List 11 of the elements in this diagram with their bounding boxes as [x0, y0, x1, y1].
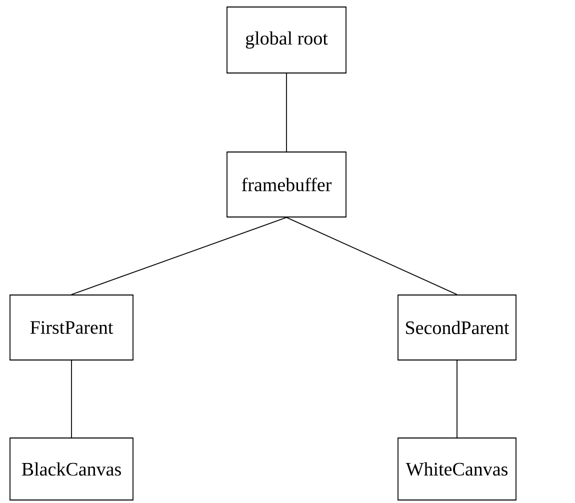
tree-node-box: framebuffer	[226, 152, 346, 218]
tree-node-box: WhiteCanvas	[398, 438, 516, 500]
connector-line	[456, 360, 458, 438]
tree-node-box: SecondParent	[398, 294, 516, 360]
tree-node-box: BlackCanvas	[10, 438, 134, 500]
tree-node-box: global root	[226, 6, 346, 74]
connector-line	[286, 73, 287, 152]
connector-line	[71, 217, 287, 295]
tree-node-box: FirstParent	[10, 294, 134, 360]
connector-line	[286, 217, 458, 295]
connector-line	[71, 360, 72, 438]
